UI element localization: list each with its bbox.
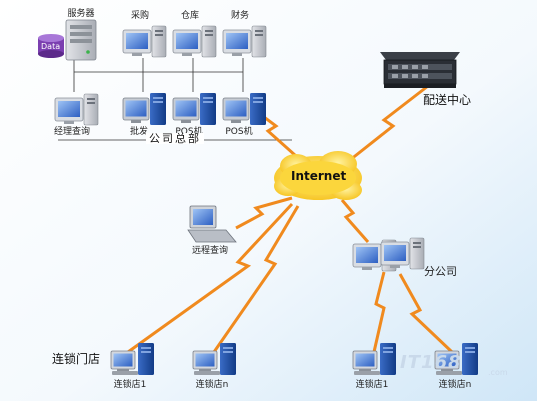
- internet-label: Internet: [291, 169, 347, 183]
- wan-links: [127, 84, 454, 354]
- database-icon: [38, 34, 64, 58]
- manager-query-label: 经理查询: [53, 127, 91, 137]
- finance-label: 财务: [230, 11, 250, 21]
- pos2-label: POS机: [225, 127, 253, 137]
- chain-label: 连锁门店: [52, 352, 101, 366]
- link-branch-store1: [372, 271, 386, 353]
- internet-cloud: [274, 151, 362, 200]
- pos1-label: POS机: [175, 127, 203, 137]
- branch-storen-label: 连锁店n: [438, 380, 472, 390]
- server-label: 服务器: [67, 9, 95, 19]
- watermark-logo: IT168: [400, 352, 462, 373]
- link-branch: [340, 199, 370, 243]
- link-distribution: [349, 84, 429, 162]
- watermark-site: .com: [488, 368, 508, 377]
- laptop-icon: [187, 205, 237, 243]
- pos1-computer-icon: [172, 92, 217, 126]
- link-branch-storen: [398, 273, 454, 354]
- wholesale-label: 批发: [129, 127, 149, 137]
- procurement-label: 采购: [130, 11, 150, 21]
- chain-storen-label: 连锁店n: [195, 380, 229, 390]
- database-label: Data: [41, 42, 61, 51]
- link-chainn: [212, 205, 300, 353]
- remote-query-label: 远程查询: [191, 246, 229, 256]
- finance-computer-icon: [222, 25, 267, 58]
- chain-store1-label: 连锁店1: [113, 380, 147, 390]
- branch-computer-2-icon: [380, 237, 425, 270]
- link-remote: [235, 196, 293, 230]
- distribution-center-label: 配送中心: [423, 93, 472, 107]
- distribution-rack-icon: [380, 52, 460, 88]
- procurement-computer-icon: [122, 25, 167, 58]
- link-chain1: [127, 202, 294, 354]
- hq-label: 公司总部: [146, 133, 204, 144]
- manager-query-computer-icon: [54, 93, 99, 126]
- warehouse-computer-icon: [172, 25, 217, 58]
- pos2-computer-icon: [222, 92, 267, 126]
- server-icon: [65, 19, 97, 61]
- branch-store1-label: 连锁店1: [355, 380, 389, 390]
- branch-label: 分公司: [424, 265, 457, 278]
- warehouse-label: 仓库: [180, 11, 200, 21]
- wholesale-computer-icon: [122, 92, 167, 126]
